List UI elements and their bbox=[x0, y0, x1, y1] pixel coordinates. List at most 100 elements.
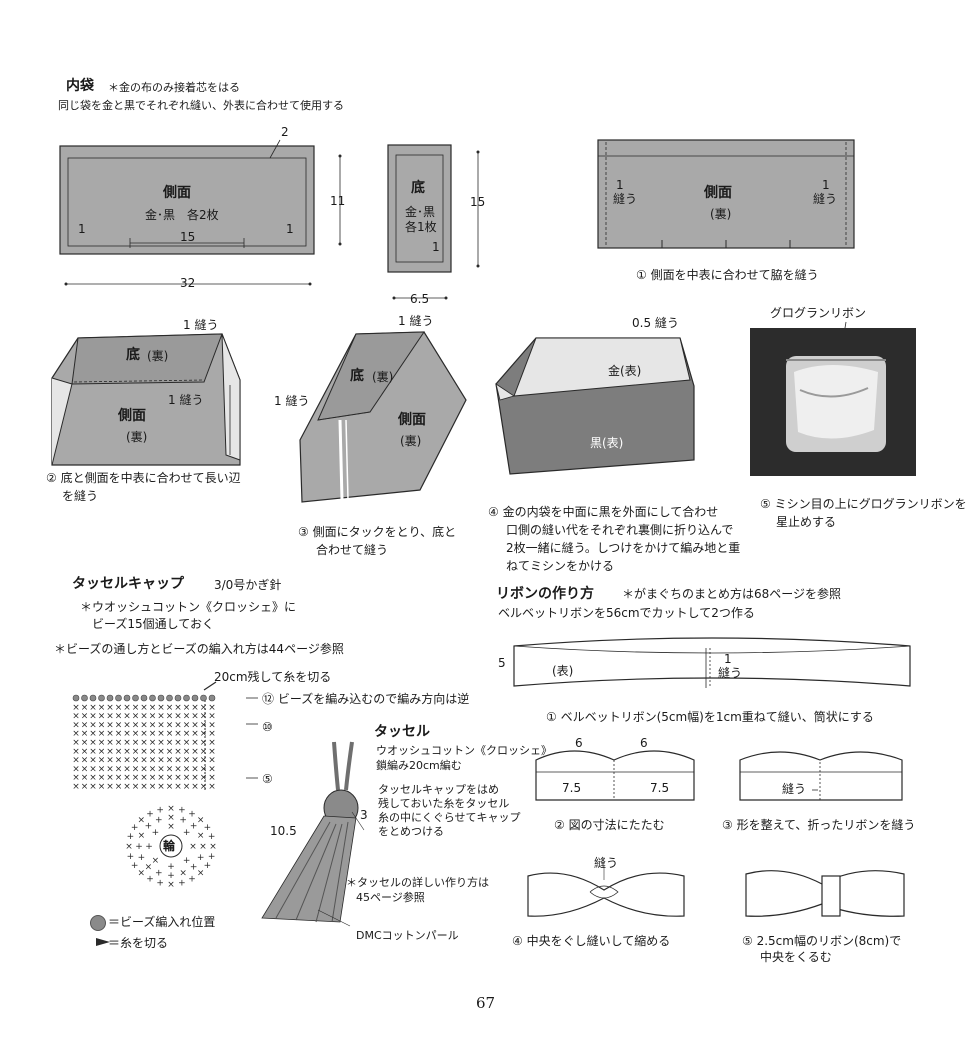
bead-mark bbox=[149, 694, 156, 702]
stitch-mark: × bbox=[81, 782, 89, 792]
ribbon-seam-text: 縫う bbox=[718, 666, 743, 680]
ribbon-step-1: ① ベルベットリボン(5cm幅)を1cm重ねて縫い、筒状にする bbox=[546, 710, 874, 724]
step2-bottom-label: 底 bbox=[126, 347, 140, 363]
stitch-mark: × bbox=[106, 729, 114, 739]
ribbon-face: (表) bbox=[552, 664, 574, 678]
round-stitch-mark: + bbox=[178, 879, 186, 889]
round-stitch-mark: × bbox=[167, 813, 175, 823]
ribbon-step-4-label: 縫う bbox=[594, 856, 619, 870]
round-stitch-mark: × bbox=[138, 869, 146, 879]
stitch-mark: × bbox=[98, 729, 106, 739]
step5-photo-label: グログランリボン bbox=[770, 306, 867, 320]
round-stitch-mark: + bbox=[204, 861, 212, 871]
stitch-mark: × bbox=[106, 773, 114, 783]
tassel-cap-note-3: ＊ビーズの通し方とビーズの編入れ方は44ページ参照 bbox=[54, 642, 344, 656]
side-panel-seam-top: 2 bbox=[281, 125, 289, 139]
tassel-note-5: 糸の中にくぐらせてキャップ bbox=[378, 811, 521, 824]
stitch-mark: × bbox=[72, 729, 80, 739]
ribbon-title: リボンの作り方 bbox=[496, 586, 594, 602]
stitch-mark: × bbox=[72, 738, 80, 748]
ribbon-fold-top-left: 6 bbox=[575, 736, 583, 750]
side-panel-sub: 金･黒 各2枚 bbox=[145, 208, 219, 222]
round-stitch-mark: + bbox=[179, 815, 187, 825]
bead-mark bbox=[183, 694, 190, 702]
stitch-mark: × bbox=[123, 764, 131, 774]
bead-mark bbox=[208, 694, 216, 702]
stitch-mark: × bbox=[157, 712, 165, 722]
step3-side-label: 側面 bbox=[398, 412, 426, 428]
bead-mark bbox=[106, 694, 114, 702]
stitch-mark: × bbox=[208, 773, 216, 783]
bead-mark bbox=[191, 694, 199, 702]
stitch-mark: × bbox=[191, 712, 199, 722]
bead-mark bbox=[132, 694, 139, 702]
stitch-mark: × bbox=[140, 756, 148, 766]
stitch-mark: × bbox=[123, 703, 131, 713]
step3-top-label: 1 縫う bbox=[398, 314, 434, 328]
tassel-cap-note-2: ビーズ15個通しておく bbox=[92, 617, 214, 631]
step2-side-label: 側面 bbox=[118, 408, 146, 424]
ribbon-step-4: ④ 中央をぐし縫いして縮める bbox=[512, 934, 671, 948]
round-stitch-mark: + bbox=[131, 823, 139, 833]
stitch-mark: × bbox=[115, 729, 123, 739]
stitch-mark: × bbox=[166, 738, 174, 748]
tassel-cap-row-5: ⑤ bbox=[262, 772, 273, 786]
step4-top-label: 0.5 縫う bbox=[632, 316, 679, 330]
round-stitch-mark: × bbox=[167, 804, 175, 814]
stitch-mark: × bbox=[157, 720, 165, 730]
stitch-mark: × bbox=[149, 782, 157, 792]
round-stitch-mark: × bbox=[179, 869, 187, 879]
stitch-mark: × bbox=[132, 773, 140, 783]
side-panel-label: 側面 bbox=[163, 185, 191, 201]
stitch-mark: × bbox=[149, 747, 157, 757]
stitch-mark: × bbox=[123, 782, 131, 792]
step4-gold: 金(表) bbox=[608, 364, 642, 378]
round-stitch-mark: + bbox=[135, 842, 143, 852]
ribbon-fold-side-right: 7.5 bbox=[650, 781, 670, 795]
stitch-mark: × bbox=[200, 756, 208, 766]
ribbon-note-2: ベルベットリボンを56cmでカットして2つ作る bbox=[498, 606, 755, 620]
bottom-panel-seam: 1 bbox=[432, 240, 440, 254]
stitch-mark: × bbox=[98, 712, 106, 722]
round-stitch-mark: + bbox=[127, 852, 135, 862]
stitch-mark: × bbox=[166, 782, 174, 792]
stitch-mark: × bbox=[200, 720, 208, 730]
step4-caption-2: 口側の縫い代をそれぞれ裏側に折り込んで bbox=[506, 523, 734, 537]
stitch-mark: × bbox=[191, 756, 199, 766]
stitch-mark: × bbox=[89, 720, 97, 730]
stitch-mark: × bbox=[72, 782, 80, 792]
stitch-mark: × bbox=[81, 764, 89, 774]
stitch-mark: × bbox=[140, 764, 148, 774]
side-panel-inner-width: 15 bbox=[180, 230, 196, 244]
round-stitch-mark: + bbox=[167, 871, 175, 881]
stitch-mark: × bbox=[115, 747, 123, 757]
stitch-mark: × bbox=[81, 729, 89, 739]
stitch-mark: × bbox=[98, 756, 106, 766]
step5-caption-2: 星止めする bbox=[776, 515, 837, 529]
tassel-length: 10.5 bbox=[270, 824, 297, 838]
side-panel-seam-left: 1 bbox=[78, 222, 86, 236]
step3-side-sub: (裏) bbox=[400, 434, 422, 448]
stitch-mark: × bbox=[132, 756, 140, 766]
stitch-mark: × bbox=[72, 712, 80, 722]
tassel-cap-length: 3 bbox=[360, 808, 368, 822]
inner-bag-title: 内袋 bbox=[66, 78, 94, 94]
stitch-mark: × bbox=[174, 764, 182, 774]
step1-seam-right-text: 縫う bbox=[813, 192, 838, 206]
stitch-mark: × bbox=[89, 773, 97, 783]
stitch-mark: × bbox=[140, 747, 148, 757]
tassel-cap-row-12: ⑫ ビーズを編み込むので編み方向は逆 bbox=[262, 692, 470, 706]
stitch-mark: × bbox=[183, 712, 191, 722]
stitch-mark: × bbox=[191, 782, 199, 792]
stitch-mark: × bbox=[208, 782, 216, 792]
tassel-cap-hook: 3/0号かぎ針 bbox=[214, 578, 282, 592]
stitch-mark: × bbox=[208, 764, 216, 774]
stitch-mark: × bbox=[140, 703, 148, 713]
step2-top-label: 1 縫う bbox=[183, 318, 219, 332]
bead-mark bbox=[200, 694, 207, 702]
stitch-mark: × bbox=[72, 747, 80, 757]
stitch-mark: × bbox=[132, 782, 140, 792]
